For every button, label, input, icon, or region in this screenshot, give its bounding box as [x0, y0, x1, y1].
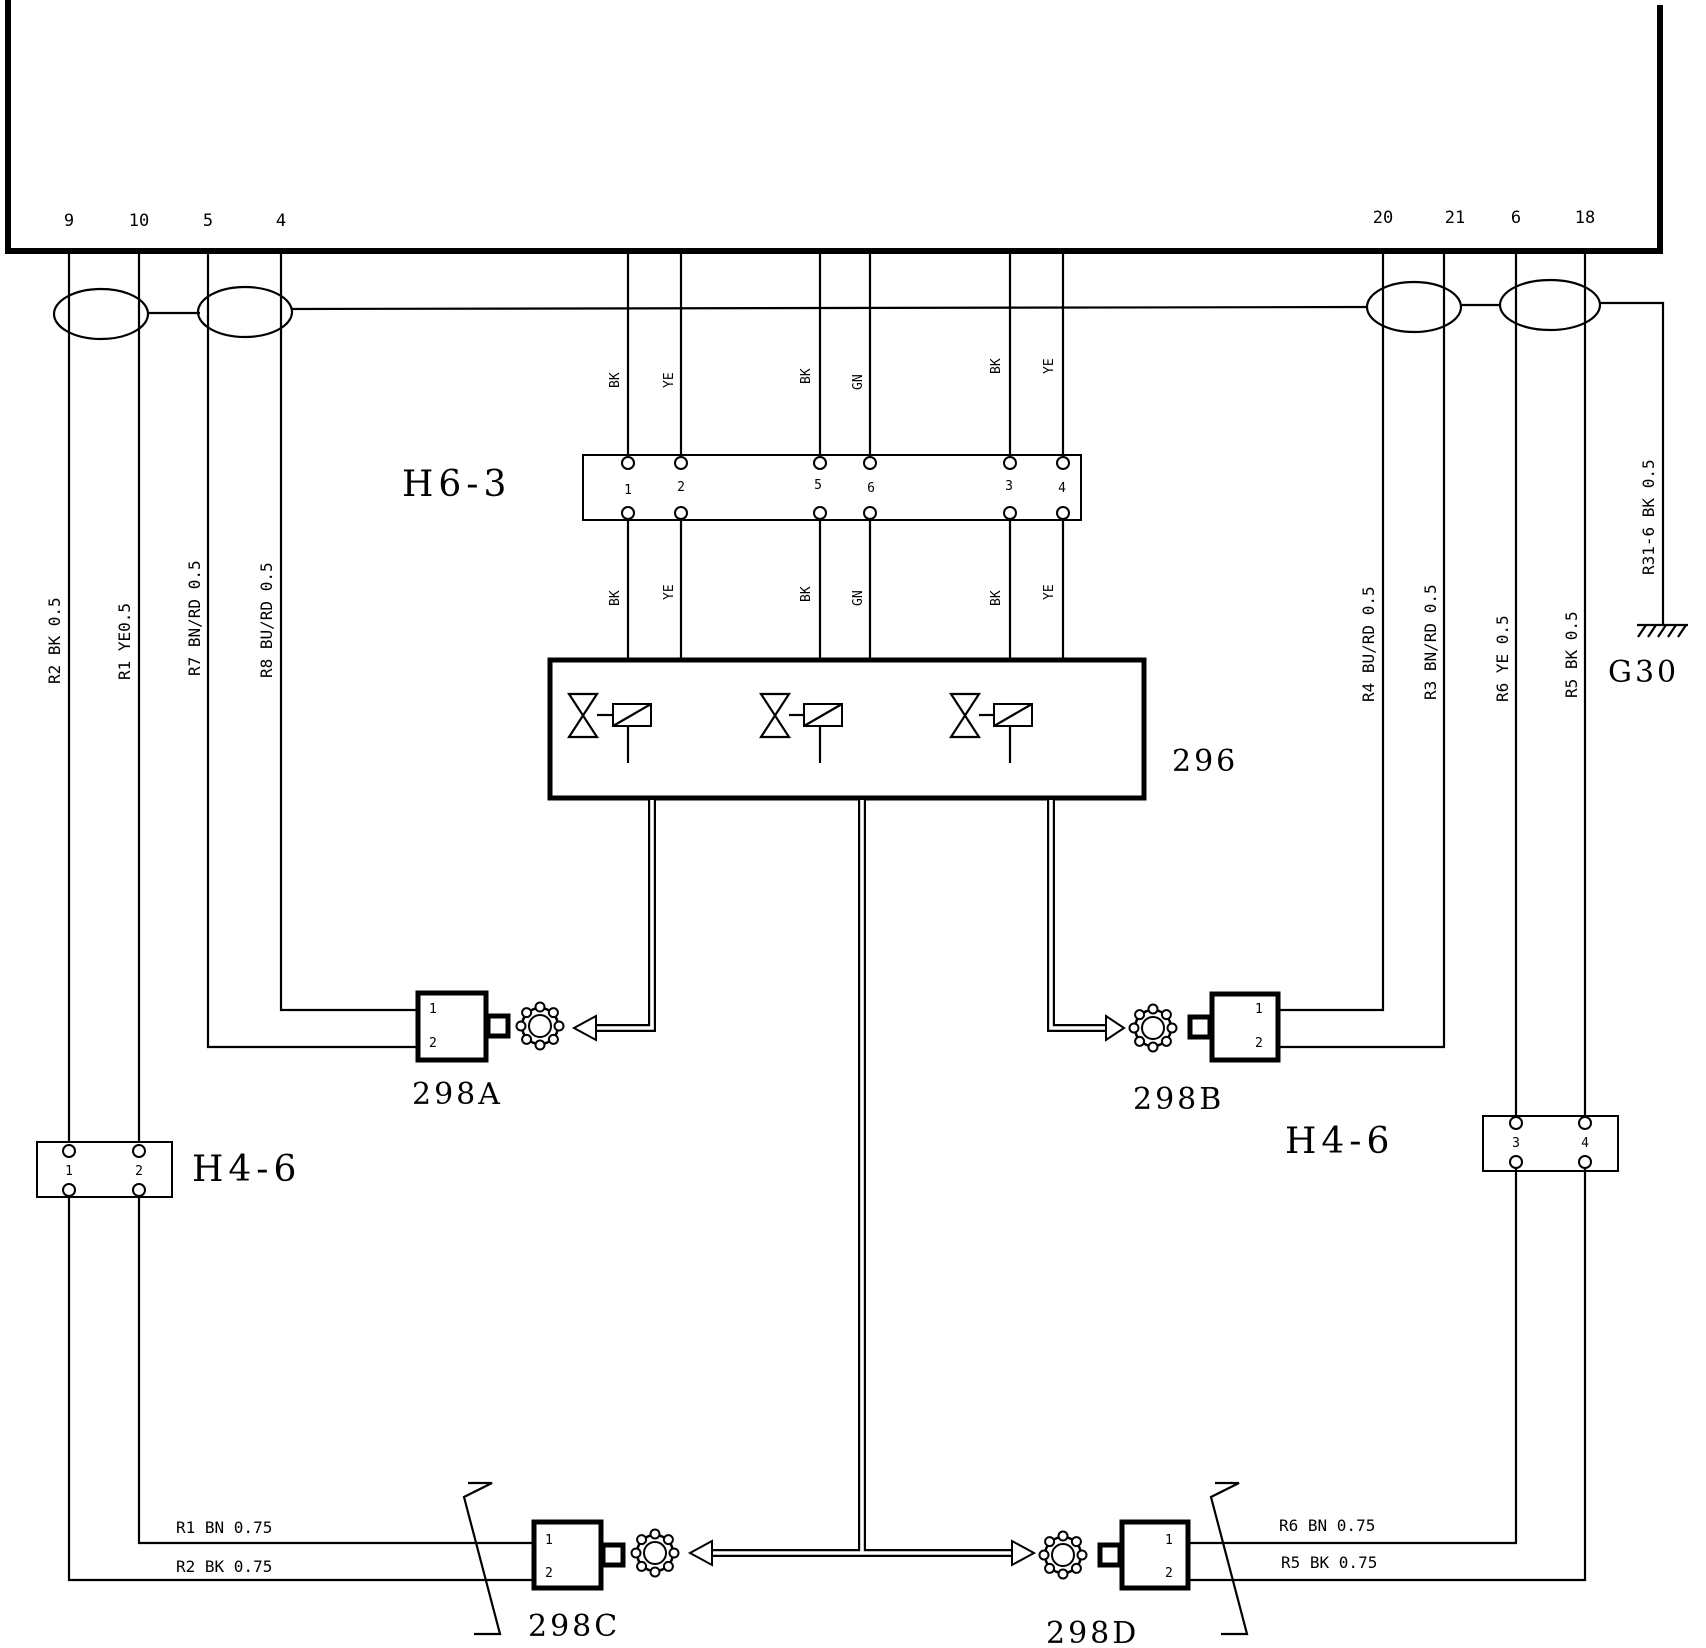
wire-color-3-top: BK	[989, 358, 1004, 374]
ecu-pin-4: 4	[276, 211, 286, 231]
reluctor-ring-icon	[630, 1528, 680, 1578]
wire-label-r7: R7 BN/RD 0.5	[185, 560, 204, 676]
h4-6-right-pin-4: 4	[1581, 1136, 1589, 1151]
wire-color-4-bottom: YE	[1042, 584, 1057, 600]
h6-3-pin-1: 1	[624, 483, 632, 498]
sensor-298b-pin2: 2	[1255, 1036, 1263, 1051]
twisted-pair-marker	[52, 287, 150, 341]
connector-h6-3	[582, 454, 1082, 521]
valve-block-ref: 296	[1172, 744, 1238, 779]
control-module-outline	[5, 0, 1663, 254]
wire-label-r5: R5 BK 0.5	[1562, 611, 1581, 698]
reluctor-ring-icon	[515, 1001, 565, 1051]
wire-pin5	[206, 251, 418, 1049]
wire-color-5-top: BK	[799, 368, 814, 384]
reluctor-ring-icon	[1038, 1530, 1088, 1580]
wire-label-r3: R3 BN/RD 0.5	[1421, 584, 1440, 700]
ground-symbol	[1637, 623, 1688, 638]
valve-block-296	[547, 657, 1147, 801]
sensor-298c-pin1: 1	[545, 1533, 553, 1548]
wire-color-1-top: BK	[608, 372, 623, 388]
wire-label-r6-bn: R6 BN 0.75	[1279, 1516, 1375, 1535]
h6-3-pin-6: 6	[867, 481, 875, 496]
solenoid-valve-icon	[566, 692, 652, 763]
h6-3-ref: H6-3	[402, 464, 511, 505]
wire-color-6-top: GN	[851, 374, 866, 390]
reluctor-ring-icon	[1128, 1003, 1178, 1053]
wire-pin20	[1278, 251, 1385, 1012]
ecu-pin-5: 5	[203, 211, 213, 231]
sensor-298d-pin2: 2	[1165, 1566, 1173, 1581]
wire-color-2-top: YE	[662, 372, 677, 388]
sensor-298c-pin2: 2	[545, 1566, 553, 1581]
wire-color-4-top: YE	[1042, 358, 1057, 374]
sensor-298a-pin1: 1	[429, 1002, 437, 1017]
connector-h4-6-left	[36, 1141, 173, 1198]
wire-pin21	[1278, 251, 1446, 1049]
wire-color-5-bottom: BK	[799, 586, 814, 602]
ecu-pin-21: 21	[1445, 208, 1465, 228]
wire-label-r8: R8 BU/RD 0.5	[257, 562, 276, 678]
twisted-pair-marker	[1498, 278, 1602, 332]
wire-label-r5-bk: R5 BK 0.75	[1281, 1553, 1377, 1572]
wire-color-3-bottom: BK	[989, 590, 1004, 606]
shield-line-main	[291, 305, 1368, 311]
connector-h4-6-right	[1482, 1115, 1619, 1172]
wire-color-1-bottom: BK	[608, 590, 623, 606]
wire-r6-bottom	[1188, 1169, 1518, 1545]
wire-label-r1-bn: R1 BN 0.75	[176, 1518, 272, 1537]
h4-6-right-ref: H4-6	[1285, 1121, 1394, 1162]
sensor-298b	[1105, 991, 1281, 1063]
sensor-298b-pin1: 1	[1255, 1002, 1263, 1017]
sensor-298b-ref: 298B	[1133, 1082, 1224, 1117]
ecu-pin-18: 18	[1575, 208, 1595, 228]
shield-line-ground	[1599, 301, 1665, 625]
harness-bracket	[1209, 1481, 1249, 1636]
h4-6-left-pin-2: 2	[135, 1164, 143, 1179]
sensor-298a	[415, 990, 597, 1063]
h6-3-pin-2: 2	[677, 480, 685, 495]
wire-color-6-bottom: GN	[851, 590, 866, 606]
h6-3-pin-4: 4	[1058, 481, 1066, 496]
sensor-298d	[1011, 1519, 1191, 1591]
h6-3-pin-5: 5	[814, 478, 822, 493]
solenoid-valve-icon	[948, 692, 1033, 763]
h4-6-right-pin-3: 3	[1512, 1136, 1520, 1151]
wire-label-r2: R2 BK 0.5	[45, 597, 64, 684]
wire-r5-bottom	[1188, 1169, 1587, 1582]
sensor-298d-ref: 298D	[1046, 1616, 1139, 1648]
wire-label-r4: R4 BU/RD 0.5	[1359, 586, 1378, 702]
ecu-pin-9: 9	[64, 211, 74, 231]
solenoid-valve-icon	[758, 692, 843, 763]
wire-r1-bottom	[137, 1197, 534, 1545]
wire-color-2-bottom: YE	[662, 584, 677, 600]
h4-6-left-pin-1: 1	[65, 1164, 73, 1179]
twisted-pair-marker	[1365, 280, 1463, 334]
ground-ref: G30	[1608, 655, 1679, 690]
wire-label-r1: R1 YE0.5	[115, 603, 134, 680]
wire-label-r2-bk: R2 BK 0.75	[176, 1557, 272, 1576]
ecu-pin-20: 20	[1373, 208, 1393, 228]
ecu-pin-10: 10	[129, 211, 149, 231]
sensor-298d-pin1: 1	[1165, 1533, 1173, 1548]
harness-bracket	[462, 1481, 502, 1636]
h4-6-left-ref: H4-6	[192, 1149, 301, 1190]
ecu-pin-6: 6	[1511, 208, 1521, 228]
link-tubes	[585, 800, 1110, 1557]
wire-pin4	[279, 251, 418, 1012]
sensor-298a-ref: 298A	[412, 1077, 503, 1112]
sensor-298c-ref: 298C	[528, 1609, 620, 1644]
wire-label-r6: R6 YE 0.5	[1493, 615, 1512, 702]
h6-3-pin-3: 3	[1005, 479, 1013, 494]
wire-r2-bottom	[67, 1197, 534, 1582]
ground-wire-label: R31-6 BK 0.5	[1639, 459, 1658, 575]
twisted-pair-marker	[196, 285, 294, 339]
sensor-298c	[531, 1519, 713, 1591]
sensor-298a-pin2: 2	[429, 1036, 437, 1051]
